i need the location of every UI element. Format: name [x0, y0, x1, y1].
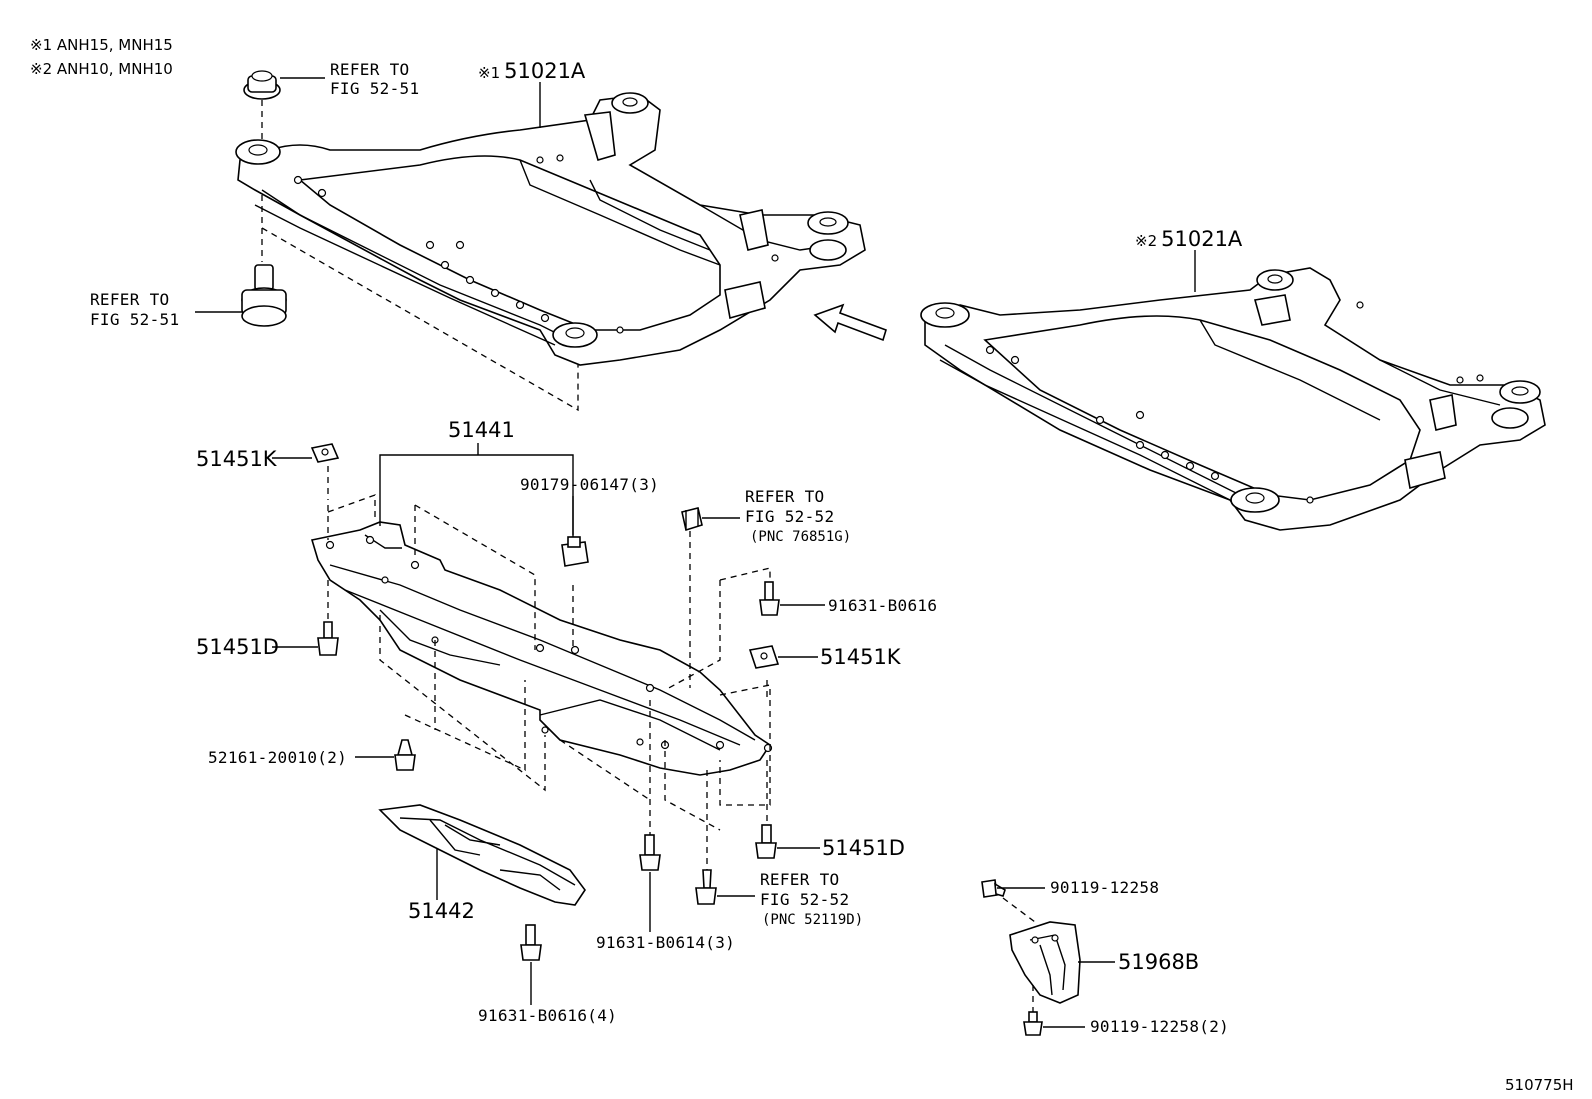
callout-51451D-a: 51451D [196, 635, 279, 659]
callout-91631-B0616-4: 91631-B0616(4) [478, 1006, 617, 1025]
refer-top-line2: FIG 52-51 [330, 79, 419, 98]
screw-52119D[interactable] [695, 869, 717, 905]
callout-90179: 90179-06147(3) [520, 475, 659, 494]
clip-nut-51451K-a[interactable] [310, 443, 340, 463]
callout-90119-a: 90119-12258 [1050, 878, 1159, 897]
refer-left-line1: REFER TO [90, 290, 169, 309]
frame2-holes [985, 301, 1484, 504]
refer-screw-line1: REFER TO [760, 870, 839, 889]
clip-76851G[interactable] [681, 507, 703, 532]
callout-51451D-b: 51451D [822, 836, 905, 860]
refer-clip-line1: REFER TO [745, 487, 824, 506]
refer-clip-line2: FIG 52-52 [745, 507, 834, 526]
figure-id: 510775H [1505, 1076, 1574, 1094]
callout-91631-B0616: 91631-B0616 [828, 596, 937, 615]
clip-90179-06147[interactable] [561, 536, 589, 567]
callout-51442: 51442 [408, 899, 475, 923]
bracket-51968B[interactable] [1009, 921, 1081, 1004]
refer-top-line1: REFER TO [330, 60, 409, 79]
bolt-91631-B0616[interactable] [759, 581, 780, 616]
frame1-holes [293, 154, 779, 334]
bolt-91631-B0614[interactable] [639, 834, 661, 871]
lower-bushing[interactable] [241, 264, 287, 327]
callout-51968B: 51968B [1118, 950, 1199, 974]
upper-bushing[interactable] [243, 70, 281, 100]
screw-90119-12258[interactable] [981, 879, 1006, 898]
refer-screw-line3: (PNC 52119D) [762, 912, 863, 928]
refer-screw-line2: FIG 52-52 [760, 890, 849, 909]
view-arrow [813, 303, 887, 342]
model-notes: ※1 ANH15, MNH15 ※2 ANH10, MNH10 [30, 36, 173, 78]
svg-text:※2 ANH10, MNH10: ※2 ANH10, MNH10 [30, 60, 173, 78]
svg-text:※1 ANH15, MNH15: ※1 ANH15, MNH15 [30, 36, 173, 54]
clip-nut-51451K-b[interactable] [748, 645, 780, 669]
bolt-51451D-b[interactable] [755, 824, 777, 859]
screw-90119-12258-2[interactable] [1023, 1011, 1043, 1036]
crossmember-frame-1[interactable] [235, 92, 866, 366]
callout-51451K-a: 51451K [196, 447, 278, 471]
bolt-51451D-a[interactable] [317, 621, 339, 656]
callout-52161: 52161-20010(2) [208, 748, 347, 767]
clip-52161-20010[interactable] [394, 739, 416, 771]
callout-51441: 51441 [448, 418, 515, 442]
refer-left-line2: FIG 52-51 [90, 310, 179, 329]
callout-51451K-b: 51451K [820, 645, 902, 669]
crossmember-frame-2[interactable] [920, 267, 1546, 531]
engine-under-cover[interactable] [310, 521, 773, 776]
bolt-91631-B0616-4[interactable] [520, 924, 542, 961]
under-cover-plate-51442[interactable] [378, 804, 586, 906]
callout-90119-b: 90119-12258(2) [1090, 1017, 1229, 1036]
callout-91631-B0614: 91631-B0614(3) [596, 933, 735, 952]
refer-clip-line3: (PNC 76851G) [750, 529, 851, 545]
